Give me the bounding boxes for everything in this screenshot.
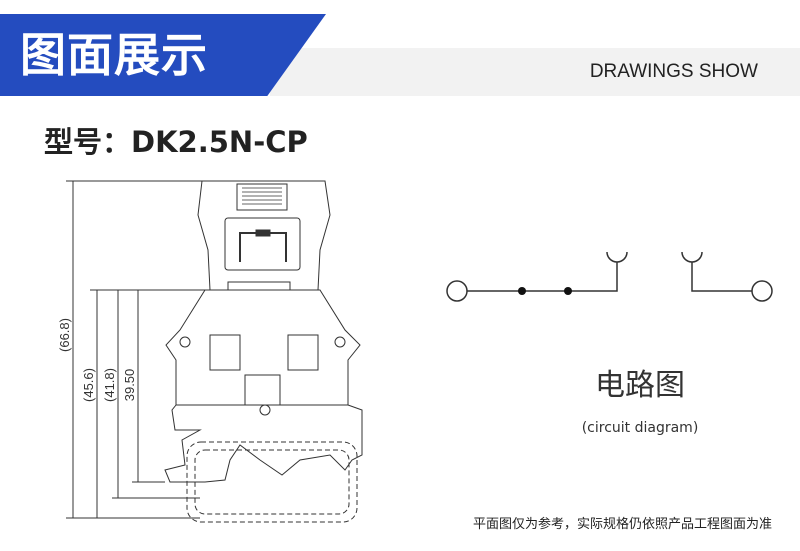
disclaimer-note: 平面图仅为参考，实际规格仍依照产品工程图面为准: [472, 517, 772, 532]
contact-left: [606, 251, 628, 263]
page-title: 图面展示: [20, 28, 208, 82]
model-label: 型号：DK2.5N-CP: [44, 125, 308, 159]
header-band: [270, 48, 800, 96]
dim-label: 39.50: [122, 369, 137, 402]
circuit-diagram: [446, 251, 773, 302]
circuit-title: 电路图: [595, 368, 685, 403]
contact-right: [681, 251, 703, 263]
circuit-subtitle: (circuit diagram): [581, 420, 699, 436]
junction-dot: [518, 287, 526, 295]
title-banner: [0, 14, 326, 96]
junction-dot: [564, 287, 572, 295]
terminal-right: [751, 280, 773, 302]
terminal-left: [446, 280, 468, 302]
page-subtitle: DRAWINGS SHOW: [589, 61, 758, 82]
dim-label: (41.8): [102, 368, 117, 402]
dim-label: (66.8): [57, 318, 72, 352]
dim-label: (45.6): [81, 368, 96, 402]
